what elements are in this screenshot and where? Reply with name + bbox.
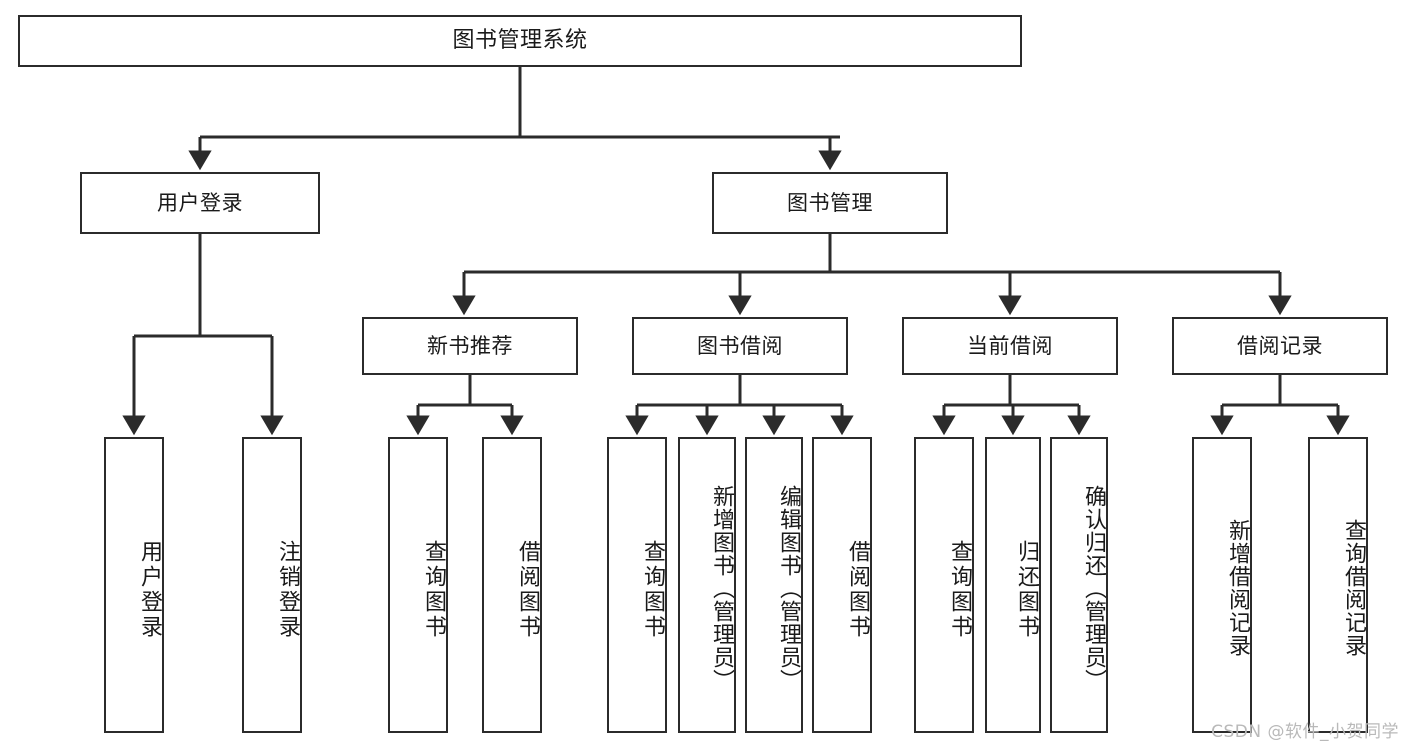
node-leaf-query-book-current[interactable]: 查询图书: [914, 437, 974, 733]
node-leaf-query-book-borrow[interactable]: 查询图书: [607, 437, 667, 733]
node-level2-book-borrow[interactable]: 图书借阅: [632, 317, 848, 375]
node-leaf-borrow-book[interactable]: 借阅图书: [812, 437, 872, 733]
node-leaf-user-login[interactable]: 用户登录: [104, 437, 164, 733]
node-leaf-borrow-book-recommend[interactable]: 借阅图书: [482, 437, 542, 733]
node-root[interactable]: 图书管理系统: [18, 15, 1022, 67]
node-leaf-edit-book-admin[interactable]: 编辑图书（管理员）: [745, 437, 803, 733]
node-level2-borrow-record[interactable]: 借阅记录: [1172, 317, 1388, 375]
node-leaf-add-book-admin[interactable]: 新增图书（管理员）: [678, 437, 736, 733]
watermark-credit: CSDN @软件_小贺同学: [1211, 722, 1399, 742]
node-leaf-add-borrow-record[interactable]: 新增借阅记录: [1192, 437, 1252, 733]
node-leaf-return-book[interactable]: 归还图书: [985, 437, 1041, 733]
node-level1-book-management[interactable]: 图书管理: [712, 172, 948, 234]
node-level1-user-login[interactable]: 用户登录: [80, 172, 320, 234]
node-level2-new-book-recommend[interactable]: 新书推荐: [362, 317, 578, 375]
node-leaf-query-book-recommend[interactable]: 查询图书: [388, 437, 448, 733]
node-leaf-query-borrow-record[interactable]: 查询借阅记录: [1308, 437, 1368, 733]
node-level2-current-borrow[interactable]: 当前借阅: [902, 317, 1118, 375]
node-leaf-logout[interactable]: 注销登录: [242, 437, 302, 733]
node-leaf-confirm-return-admin[interactable]: 确认归还（管理员）: [1050, 437, 1108, 733]
